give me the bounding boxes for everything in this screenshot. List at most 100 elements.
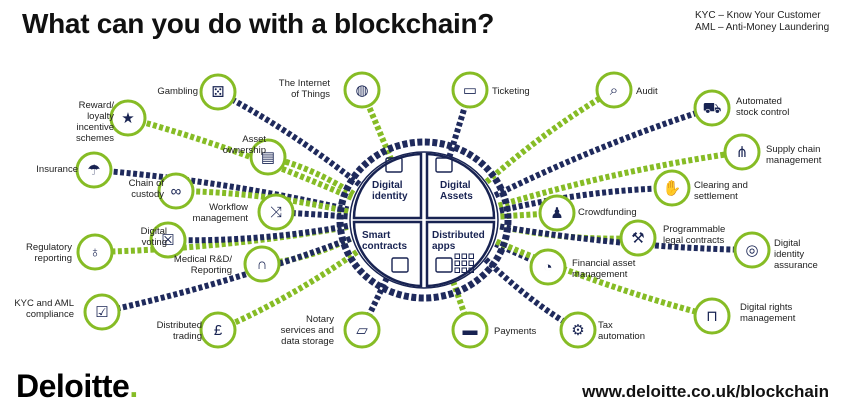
node-programmable: ⚒: [619, 219, 657, 257]
deloitte-logo: Deloitte.: [16, 368, 138, 405]
fingerprint-icon: ◎: [745, 242, 758, 259]
umbrella-icon: ☂: [87, 162, 100, 179]
connector-audit: [479, 87, 616, 189]
node-iot: ◍: [343, 71, 381, 109]
grid-icon: [435, 257, 453, 273]
connector-voting: [167, 221, 355, 244]
connector-reward: [127, 115, 360, 204]
checkbox-icon: ☑: [95, 304, 108, 321]
cog-icon: ⚙: [571, 322, 584, 339]
connector-clearing: [492, 185, 673, 216]
node-crowdfunding: ♟: [538, 194, 576, 232]
node-clearing: ✋: [653, 169, 691, 207]
ballot-icon: ☒: [161, 232, 174, 249]
abbr-kyc: KYC – Know Your Customer: [695, 10, 821, 21]
node-financial: ◔: [529, 248, 567, 286]
brand-dot: .: [129, 368, 138, 404]
stethoscope-icon: ∩: [257, 256, 268, 273]
brand-name: Deloitte: [16, 368, 130, 404]
node-rights: ⊓: [693, 297, 731, 335]
connector-stock: [487, 105, 713, 201]
dice-icon: ⚄: [211, 84, 224, 101]
hub-quadrant-digital-identity: [352, 152, 423, 220]
hub-inner: [349, 151, 499, 289]
node-audit: ⌕: [595, 71, 633, 109]
label-audit: Audit: [636, 86, 658, 97]
node-insurance: ☂: [75, 151, 113, 189]
connector-workflow: [275, 209, 355, 220]
node-gambling: ⚄: [199, 73, 237, 111]
node-stock: ⛟: [693, 89, 731, 127]
people-icon: ♟: [550, 205, 563, 222]
node-identity-assurance: ◎: [733, 231, 771, 269]
shuffle-icon: ⤨: [270, 204, 282, 221]
page-title: What can you do with a blockchain?: [22, 8, 495, 39]
node-medical: ∩: [243, 245, 281, 283]
node-distributed-trading: £: [199, 311, 237, 349]
connector-kyc: [101, 233, 358, 315]
abbr-aml: AML – Anti-Money Laundering: [695, 22, 830, 33]
node-voting: ☒: [149, 221, 187, 259]
label-payments: Payments: [494, 326, 537, 337]
id-card-icon: [385, 157, 403, 173]
node-ticketing: ▭: [451, 71, 489, 109]
ticket-icon: ▭: [463, 82, 477, 99]
node-notary: ▱: [343, 311, 381, 349]
connector-distributed_trading: [216, 245, 364, 333]
node-chain-custody: ∞: [157, 172, 195, 210]
label-ticketing: Ticketing: [492, 86, 530, 97]
node-kyc: ☑: [83, 293, 121, 331]
hub-quadrant-digital-assets: [425, 152, 496, 220]
node-supply-chain: ⋔: [723, 133, 761, 171]
card-icon: ▬: [463, 322, 478, 339]
magnifier-icon: ⌕: [610, 82, 618, 99]
gavel-icon: ⚒: [631, 230, 644, 247]
connector-rights: [489, 236, 713, 319]
assets-icon: [435, 157, 453, 173]
hub-outer-ring: [336, 138, 512, 302]
star-icon: ★: [121, 110, 134, 127]
hub-quadrant-distributed-apps: [425, 220, 496, 288]
connector-chain_custody: [175, 188, 356, 216]
document-icon: ▤: [261, 149, 275, 166]
hierarchy-icon: ⋔: [736, 144, 749, 161]
use-case-nodes: ★ ⚄ ◍ ▭ ⌕ ⛟ ☂ ▤ ⋔ ∞ ✋ ⤨ ♟ ♁ ☒ ⚒ ◎ ∩ ◔ ☑ £ ▱ ▬ ⚙ ⊓: [75, 71, 771, 349]
microphone-icon: ♁: [89, 244, 100, 261]
coin-icon: £: [214, 322, 223, 339]
padlock-icon: ⊓: [706, 308, 718, 325]
globe-icon: ◍: [355, 82, 368, 99]
label-medical: Medical R&D/Reporting: [173, 254, 232, 276]
node-regulatory: ♁: [76, 233, 114, 271]
link-icon: ∞: [171, 183, 182, 200]
folder-icon: ▱: [356, 322, 368, 339]
pie-chart-icon: ◔: [543, 259, 552, 276]
label-insurance: Insurance: [36, 164, 78, 175]
node-payments: ▬: [451, 311, 489, 349]
abbreviations: KYC – Know Your Customer AML – Anti-Mone…: [695, 10, 829, 34]
website-url[interactable]: www.deloitte.co.uk/blockchain: [582, 382, 829, 401]
label-gambling: Gambling: [157, 86, 198, 97]
connector-supply_chain: [491, 149, 743, 211]
connector-gambling: [216, 89, 367, 191]
handshake-icon: ✋: [663, 179, 682, 197]
